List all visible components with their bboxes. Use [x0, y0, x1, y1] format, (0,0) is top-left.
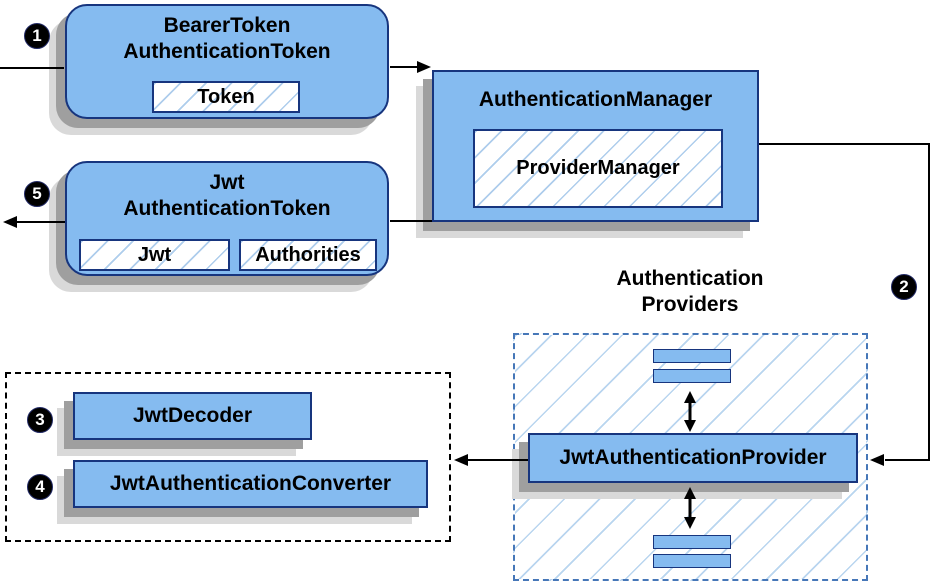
token-chip: Token — [152, 81, 300, 113]
step-5-number: 5 — [32, 184, 42, 203]
provider-manager-chip-label: ProviderManager — [516, 157, 680, 179]
provider-slot-bar-top-2 — [653, 369, 731, 383]
step-5-badge: 5 — [24, 181, 50, 207]
authorities-chip: Authorities — [239, 239, 377, 271]
step-4-badge: 4 — [27, 474, 53, 500]
provider-slot-bar-top-1 — [653, 349, 731, 363]
arrow-to-authentication-manager — [390, 61, 431, 73]
provider-manager-chip: ProviderManager — [473, 129, 723, 208]
jwt-decoder-box: JwtDecoder — [73, 392, 312, 440]
authentication-manager-box: AuthenticationManager ProviderManager — [432, 70, 759, 222]
jwt-token-box-title-line1: Jwt — [209, 171, 245, 194]
arrow-result-out — [3, 216, 65, 228]
bearer-token-box-title-line2: AuthenticationToken — [123, 40, 331, 63]
step-2-number: 2 — [899, 277, 909, 296]
bearer-token-authentication-token-box: BearerToken AuthenticationToken Token — [65, 4, 389, 119]
jwt-authentication-token-box: Jwt AuthenticationToken Jwt Authorities — [65, 161, 389, 276]
jwt-authentication-provider-label: JwtAuthenticationProvider — [559, 446, 827, 469]
authentication-providers-title: Authentication Providers — [540, 266, 840, 318]
jwt-authentication-converter-box: JwtAuthenticationConverter — [73, 460, 428, 508]
bearer-token-box-title: BearerToken AuthenticationToken — [67, 6, 387, 65]
step-3-badge: 3 — [27, 407, 53, 433]
step-1-number: 1 — [32, 26, 42, 45]
authentication-manager-title: AuthenticationManager — [478, 88, 713, 111]
jwt-chip: Jwt — [79, 239, 230, 271]
jwt-token-box-title-line2: AuthenticationToken — [123, 197, 331, 220]
token-chip-label: Token — [197, 85, 255, 108]
jwt-authentication-converter-label: JwtAuthenticationConverter — [109, 472, 392, 495]
jwt-authentication-provider-box: JwtAuthenticationProvider — [528, 433, 858, 483]
authentication-providers-title-line2: Providers — [641, 293, 739, 316]
authorities-chip-label: Authorities — [255, 243, 361, 266]
step-3-number: 3 — [35, 410, 45, 429]
bearer-token-box-title-line1: BearerToken — [163, 14, 291, 37]
jwt-chip-label: Jwt — [137, 243, 172, 266]
authentication-providers-title-line1: Authentication — [616, 267, 764, 290]
jwt-decoder-label: JwtDecoder — [132, 404, 253, 427]
provider-slot-bar-bottom-1 — [653, 535, 731, 549]
step-2-badge: 2 — [891, 274, 917, 300]
step-1-badge: 1 — [24, 23, 50, 49]
jwt-token-box-title: Jwt AuthenticationToken — [67, 163, 387, 222]
step-4-number: 4 — [35, 477, 45, 496]
provider-slot-bar-bottom-2 — [653, 554, 731, 568]
